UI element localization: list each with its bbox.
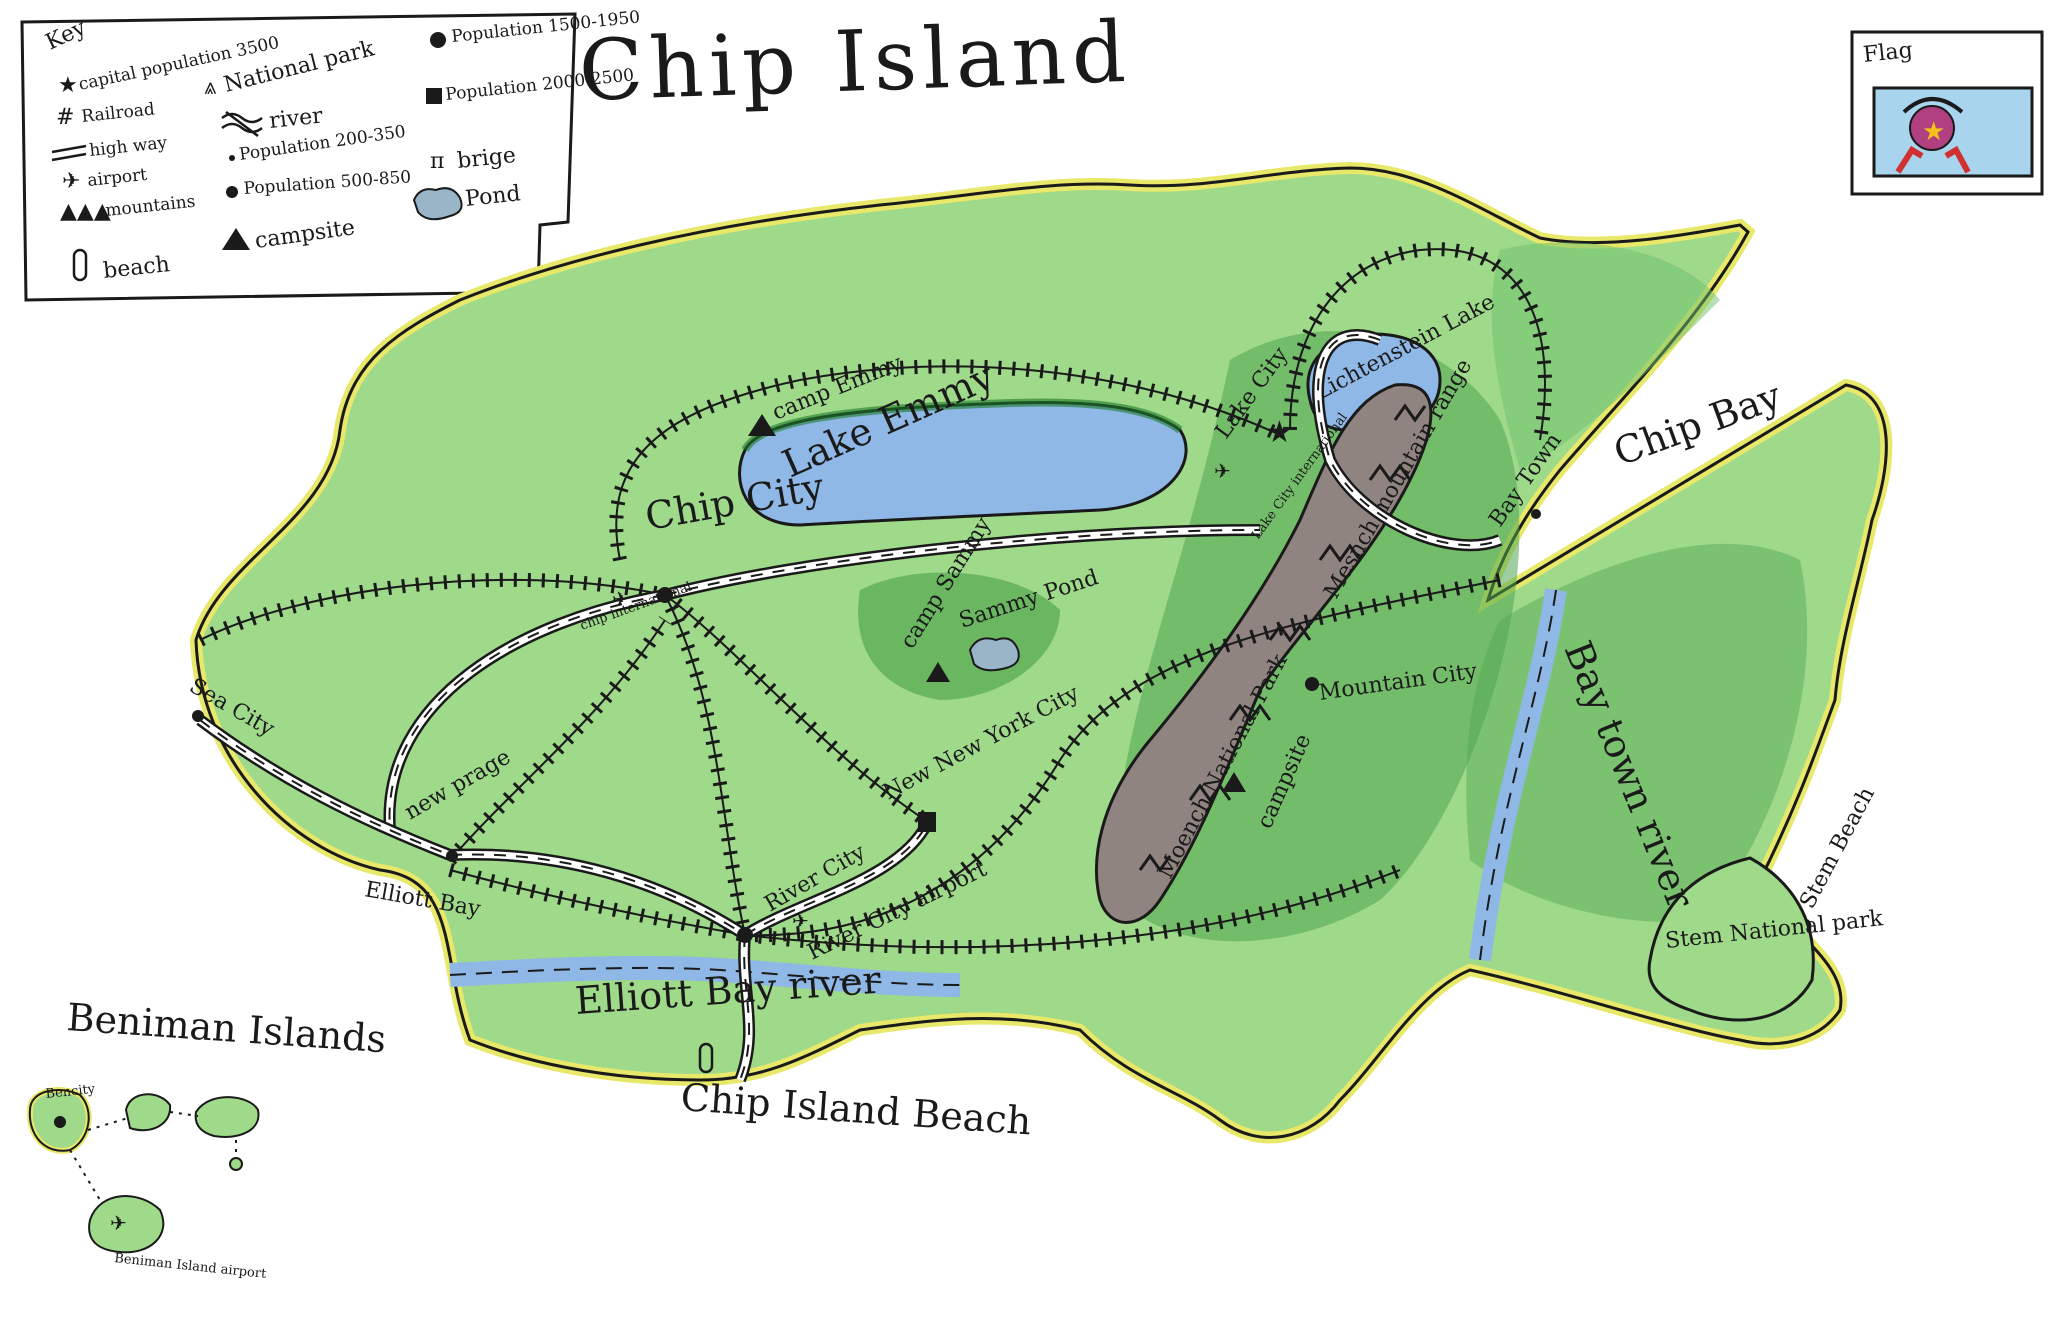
key-dot-small-icon	[229, 155, 235, 161]
key-item-highway: high way	[88, 133, 168, 161]
new-prague-marker	[446, 850, 458, 862]
key-highway-icon	[51, 144, 87, 162]
ben-city-marker	[54, 1116, 66, 1128]
key-beach-icon	[72, 248, 88, 282]
chip-island-landmass	[189, 161, 1893, 1144]
label-chip-island-beach: Chip Island Beach	[679, 1075, 1032, 1143]
key-item-pop-500: Population 500-850	[243, 167, 412, 199]
key-pond-icon	[412, 187, 463, 221]
key-item-bridge: brige	[456, 143, 517, 174]
flag-label: Flag	[1862, 38, 1914, 68]
key-square-icon	[426, 88, 442, 104]
key-park-icon: ⩓	[204, 75, 217, 100]
chip-beach-icon	[698, 1042, 714, 1074]
railroads	[196, 242, 1552, 955]
camp-sammy-campsite-icon	[926, 662, 950, 682]
mountain-city-marker	[1305, 677, 1319, 691]
key-campsite-icon	[222, 228, 250, 250]
sea-city-marker	[192, 710, 204, 722]
key-dot-large-icon	[430, 32, 446, 48]
chip-international-airplane-icon: ✈	[612, 587, 629, 611]
river-city-airplane-icon: ✈	[792, 909, 809, 933]
key-bridge-icon: π	[430, 149, 444, 174]
flag-panel: Flag ★	[1850, 30, 2044, 196]
key-railroad-icon: #	[56, 105, 74, 130]
sammy-pond-icon	[968, 637, 1020, 672]
key-river-icon	[221, 111, 263, 137]
label-beniman-islands: Beniman Islands	[65, 995, 387, 1061]
key-star-icon: ★	[58, 73, 78, 98]
key-item-river: river	[268, 103, 324, 134]
beniman-islands: Beniman Islands Bencity ✈ Beniman Island…	[26, 995, 388, 1282]
new-new-york-marker	[918, 812, 936, 832]
chip-city-marker	[657, 587, 673, 603]
key-item-railroad: Railroad	[80, 99, 155, 127]
beniman-island-2	[124, 1093, 172, 1132]
key-item-airport: airport	[86, 165, 148, 191]
map-key: Key ★ capital population 3500 # Railroad…	[20, 7, 641, 302]
flag-star-icon: ★	[1922, 117, 1945, 147]
stem-national-park	[1647, 856, 1815, 1022]
key-dot-medium-icon	[226, 186, 238, 198]
bay-town-marker	[1531, 509, 1541, 519]
key-item-campsite: campsite	[253, 215, 356, 254]
label-beniman-airport: Beniman Island airport	[114, 1251, 268, 1282]
key-item-beach: beach	[102, 252, 171, 284]
label-ben-city: Bencity	[45, 1082, 97, 1102]
river-city-marker	[737, 927, 753, 943]
lake-city-capital-star-icon: ★	[1266, 415, 1293, 450]
highways	[196, 329, 1503, 1083]
key-item-mountains: mountains	[104, 192, 196, 221]
label-stem-beach: Stem Beach	[1795, 783, 1880, 913]
beniman-airplane-icon: ✈	[110, 1211, 127, 1235]
lake-city-airplane-icon: ✈	[1214, 459, 1231, 483]
camp-emmy-campsite-icon	[748, 414, 776, 436]
beniman-island-4	[88, 1195, 165, 1254]
moench-campsite-icon	[1222, 772, 1246, 792]
key-mountain-icon: ▲▲▲	[60, 199, 111, 224]
beniman-island-3	[194, 1096, 260, 1138]
city-markers: ★ ✈ ✈ ✈	[192, 415, 1812, 1074]
flag-emblem	[1909, 105, 1955, 151]
flag-hands	[1895, 145, 1971, 174]
key-airplane-icon: ✈	[62, 169, 80, 194]
map-title: Chip Island	[577, 3, 1133, 120]
key-item-pond: Pond	[464, 181, 522, 212]
beniman-island-5	[229, 1157, 243, 1171]
